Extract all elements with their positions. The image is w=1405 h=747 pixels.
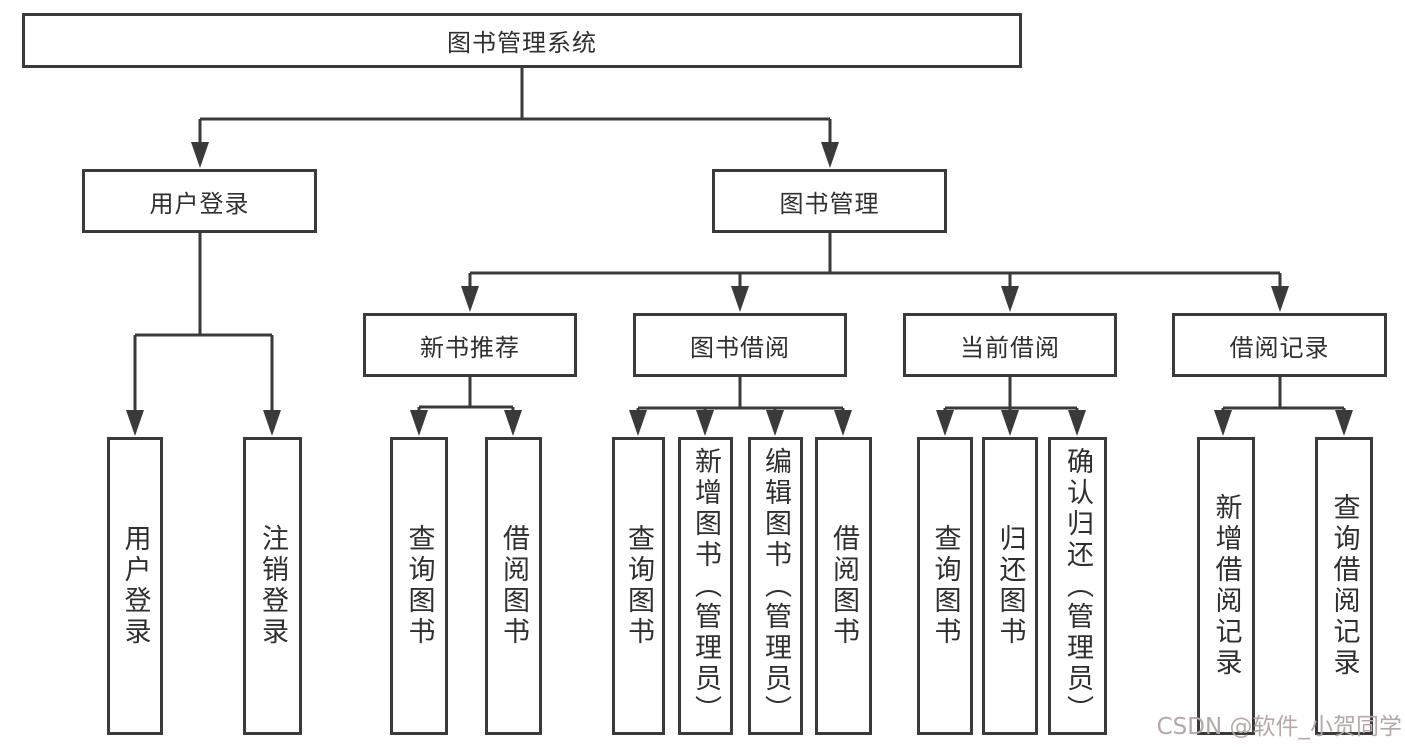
leaf-label: 查询图书	[929, 524, 961, 648]
leaf-borrow-book: 借阅图书	[815, 437, 872, 735]
csdn-watermark: CSDN @软件_小贺同学	[1156, 714, 1402, 740]
arrow-down-icon	[936, 410, 954, 436]
arrow-down-icon	[1001, 286, 1019, 312]
node-user-login-branch: 用户登录	[82, 169, 317, 233]
leaf-label: 确认归还（管理员）	[1062, 446, 1093, 726]
leaf-query-borrow-record: 查询借阅记录	[1315, 437, 1373, 735]
leaf-query-books-current: 查询图书	[917, 437, 973, 735]
leaf-add-book-admin: 新增图书（管理员）	[678, 437, 733, 735]
node-root-system: 图书管理系统	[22, 13, 1022, 68]
arrow-down-icon	[1001, 410, 1019, 436]
node-new-book-recommend: 新书推荐	[363, 313, 577, 377]
leaf-logout: 注销登录	[243, 437, 302, 735]
arrow-down-icon	[821, 142, 839, 168]
arrow-down-icon	[191, 142, 209, 168]
arrow-down-icon	[126, 410, 144, 436]
leaf-return-book: 归还图书	[982, 437, 1038, 735]
arrow-down-icon	[696, 410, 714, 436]
arrow-down-icon	[731, 286, 749, 312]
leaf-label: 归还图书	[994, 524, 1026, 648]
arrow-down-icon	[1335, 410, 1353, 436]
node-current-borrow: 当前借阅	[903, 313, 1117, 377]
arrow-down-icon	[410, 410, 428, 436]
arrow-down-icon	[1214, 410, 1232, 436]
arrow-down-icon	[461, 286, 479, 312]
leaf-query-books-borrow: 查询图书	[612, 437, 665, 735]
arrow-down-icon	[629, 410, 647, 436]
leaf-label: 借阅图书	[498, 524, 529, 648]
node-borrow-record: 借阅记录	[1172, 313, 1387, 377]
leaf-borrow-books-recommend: 借阅图书	[485, 437, 542, 735]
leaf-label: 借阅图书	[828, 524, 859, 648]
node-book-management-branch: 图书管理	[712, 169, 947, 233]
leaf-query-books-recommend: 查询图书	[390, 437, 448, 735]
leaf-label: 注销登录	[257, 524, 288, 648]
arrow-down-icon	[766, 410, 784, 436]
leaf-label: 编辑图书（管理员）	[760, 446, 791, 726]
arrow-down-icon	[1068, 410, 1086, 436]
leaf-edit-book-admin: 编辑图书（管理员）	[748, 437, 803, 735]
node-book-borrow: 图书借阅	[633, 313, 847, 377]
leaf-add-borrow-record: 新增借阅记录	[1197, 437, 1255, 735]
leaf-label: 查询借阅记录	[1328, 493, 1360, 679]
leaf-user-login: 用户登录	[107, 437, 163, 735]
leaf-label: 新增图书（管理员）	[690, 446, 721, 726]
arrow-down-icon	[834, 410, 852, 436]
leaf-confirm-return-admin: 确认归还（管理员）	[1048, 437, 1107, 735]
arrow-down-icon	[263, 410, 281, 436]
leaf-label: 用户登录	[119, 524, 151, 648]
arrow-heads	[126, 142, 1353, 436]
leaf-label: 查询图书	[403, 524, 435, 648]
leaf-label: 查询图书	[623, 524, 654, 648]
arrow-down-icon	[1271, 286, 1289, 312]
arrow-down-icon	[504, 410, 522, 436]
leaf-label: 新增借阅记录	[1210, 493, 1242, 679]
